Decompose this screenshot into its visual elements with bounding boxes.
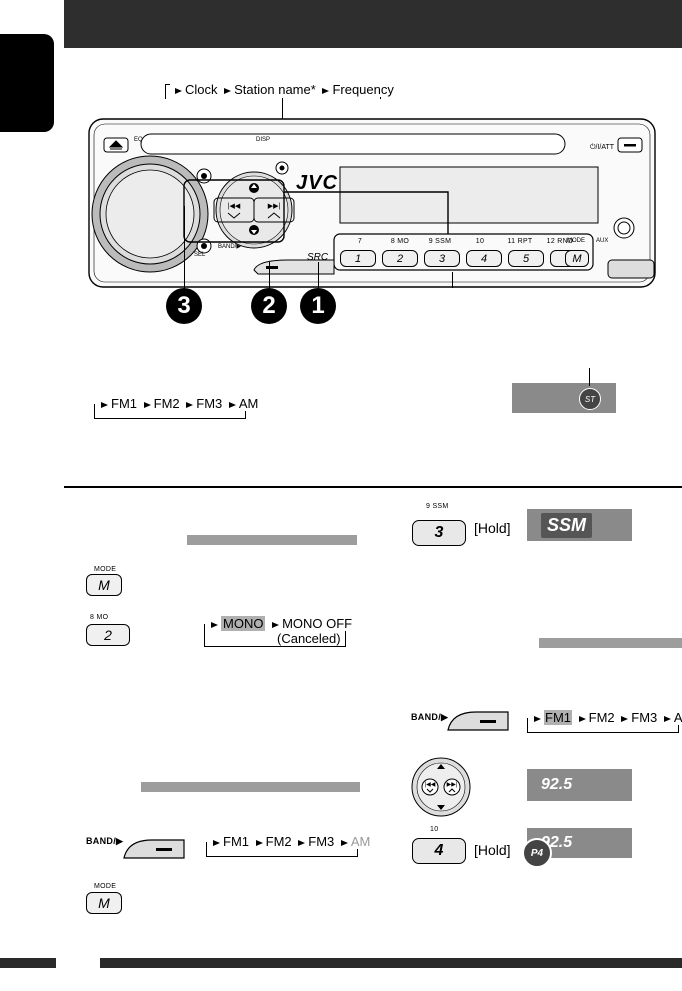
faceplate-illustration: |◀◀ ▶▶|: [88, 118, 656, 288]
language-tab: [0, 34, 54, 132]
band-seq-right-bracket: [527, 718, 679, 733]
section-divider: [64, 486, 682, 488]
right-gray-bar: [539, 638, 682, 648]
preset-key-1[interactable]: 1: [340, 250, 376, 267]
preset-key-2[interactable]: 2: [382, 250, 418, 267]
footer-bar-right: [100, 958, 682, 968]
src-label: SRC: [307, 252, 329, 263]
band-sequence-right: FM1 FM2 FM3 AM: [531, 710, 682, 725]
header-bar: [64, 0, 682, 48]
mode-label-faceplate: MODE: [567, 238, 585, 244]
freq-display: 92.5: [527, 769, 632, 801]
sel-label: SEL: [194, 252, 206, 258]
band-key-right[interactable]: [446, 708, 510, 734]
mo-key[interactable]: 2: [86, 624, 130, 646]
mode-key[interactable]: M: [86, 574, 122, 596]
preset-key-4-hold[interactable]: 4: [412, 838, 466, 864]
step-2-badge: 2: [251, 288, 287, 324]
band-sequence-top: FM1 FM2 FM3 AM: [98, 396, 259, 411]
leader-line-2: [269, 262, 270, 292]
mono-seq-bracket: [204, 624, 346, 647]
step-1-badge: 1: [300, 288, 336, 324]
band-sequence-bracket: [94, 404, 246, 419]
mono-sequence: MONO MONO OFF: [208, 616, 353, 631]
mo-key-label: 8 MO: [90, 614, 109, 621]
left-gray-bar-1: [187, 535, 357, 545]
preset-key-4[interactable]: 4: [466, 250, 502, 267]
leader-line-1: [318, 262, 319, 292]
key10-label: 10: [430, 826, 439, 833]
preset-key-3[interactable]: 3: [424, 250, 460, 267]
ssm-display: SSM: [527, 509, 632, 541]
svg-text:|◀◀: |◀◀: [425, 782, 436, 788]
ssm-flash: SSM: [541, 512, 593, 538]
preset-key-labels: 7 8 MO 9 SSM 10 11 RPT 12 RND: [357, 238, 574, 245]
mode-key-faceplate[interactable]: M: [565, 250, 589, 267]
power-att-label: ⏻/I/ATT: [590, 144, 615, 151]
band-seq-left-bracket: [206, 842, 358, 857]
st-indicator: ST: [579, 388, 601, 410]
left-gray-bar-2: [141, 782, 360, 792]
mode-key-label-2: MODE: [94, 883, 117, 890]
ssm-key-label: 9 SSM: [426, 503, 449, 510]
mode-key-label: MODE: [94, 566, 117, 573]
canceled-note: (Canceled): [277, 631, 341, 646]
aux-label: AUX: [596, 238, 609, 244]
footer-bar-left: [0, 958, 56, 968]
band-label-faceplate: BAND/▶: [218, 244, 241, 250]
preset-leader-line: [452, 272, 453, 288]
ssm-key[interactable]: 3: [412, 520, 466, 546]
hold-label-2: [Hold]: [474, 842, 511, 858]
jvc-logo: JVC: [296, 172, 338, 194]
svg-text:▶▶|: ▶▶|: [268, 203, 281, 210]
disp-label: DISP: [256, 137, 271, 143]
preset-p4-badge: P4: [522, 838, 552, 868]
band-key-left[interactable]: [122, 836, 186, 862]
svg-text:|◀◀: |◀◀: [228, 203, 241, 210]
svg-text:▶▶|: ▶▶|: [447, 782, 458, 788]
preset-keys: 1 2 3 4 5 6: [340, 250, 586, 267]
band-key-label-right: BAND/▶: [411, 712, 449, 722]
control-pad-icon[interactable]: |◀◀ ▶▶|: [410, 756, 472, 818]
eq-label: EQ: [134, 137, 143, 143]
preset-key-5[interactable]: 5: [508, 250, 544, 267]
leader-line-3: [184, 206, 185, 292]
st-leader-line: [589, 368, 590, 386]
disp-sequence: Clock Station name* Frequency: [170, 82, 396, 97]
hold-label-1: [Hold]: [474, 520, 511, 536]
band-key-label-left: BAND/▶: [86, 836, 124, 846]
band-sequence-left: FM1 FM2 FM3 AM: [210, 834, 371, 849]
mode-key-2[interactable]: M: [86, 892, 122, 914]
step-3-badge: 3: [166, 288, 202, 324]
